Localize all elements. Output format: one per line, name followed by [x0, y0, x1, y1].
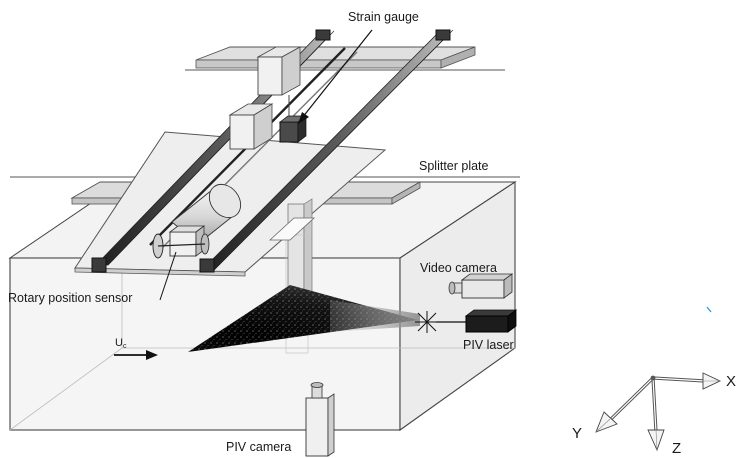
strain-gauge-label: Strain gauge: [348, 10, 419, 24]
piv-camera-label: PIV camera: [226, 440, 291, 454]
rotary-position-sensor: [152, 225, 210, 259]
rotary-position-sensor-label: Rotary position sensor: [8, 291, 132, 305]
laser-focal-point: [415, 311, 439, 333]
coordinate-axes: X Y Z: [572, 372, 736, 457]
rotary-sensor-pointer: [159, 251, 177, 301]
flow-direction-arrow: [114, 350, 158, 360]
flow-velocity-symbol: U: [115, 337, 123, 349]
y-axis-arrow: [595, 376, 655, 433]
splitter-plate-label: Splitter plate: [419, 159, 489, 173]
video-camera-device: [448, 273, 514, 299]
lid-slot: [268, 217, 316, 241]
video-camera-label: Video camera: [420, 261, 497, 275]
x-axis-label: X: [726, 373, 736, 390]
x-axis-arrow: [652, 372, 722, 390]
piv-laser-label: PIV laser: [463, 338, 514, 352]
rail-end-blocks: [91, 29, 451, 273]
piv-camera-device: [305, 382, 335, 457]
piv-laser-device: [464, 309, 518, 333]
carriage-block-lower: [228, 103, 274, 150]
z-axis-label: Z: [672, 440, 681, 457]
z-axis-arrow: [647, 377, 665, 452]
laser-sheet: [188, 285, 420, 352]
flow-velocity-subscript: c: [123, 343, 127, 350]
carriage-block-upper: [256, 46, 302, 96]
strain-gauge-arrow: [298, 29, 373, 124]
cyan-marker: [706, 306, 712, 313]
flow-velocity-label: Uc: [115, 337, 127, 350]
laser-beam: [330, 300, 420, 332]
y-axis-label: Y: [572, 425, 582, 442]
